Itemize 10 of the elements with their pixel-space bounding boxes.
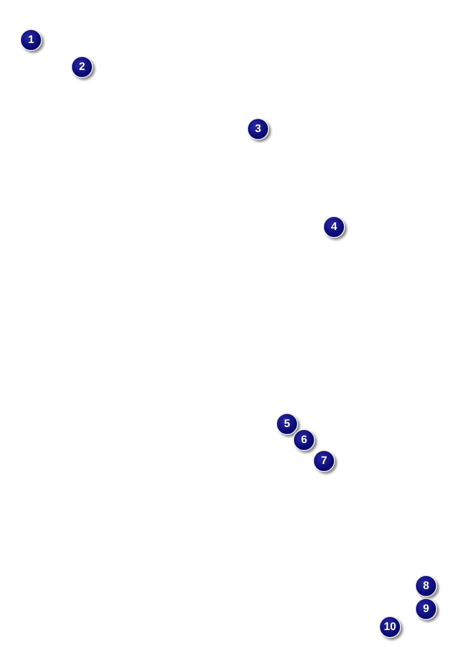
callout-number: 5 [276, 413, 298, 435]
callout-number: 2 [71, 56, 93, 78]
callout-number: 10 [379, 616, 401, 638]
callout-number: 9 [415, 598, 437, 620]
callout-number: 1 [20, 29, 42, 51]
callout-number: 4 [323, 216, 345, 238]
callout-number: 8 [415, 575, 437, 597]
callout-number: 3 [247, 118, 269, 140]
callout-number: 7 [313, 450, 335, 472]
callout-number: 6 [293, 429, 315, 451]
